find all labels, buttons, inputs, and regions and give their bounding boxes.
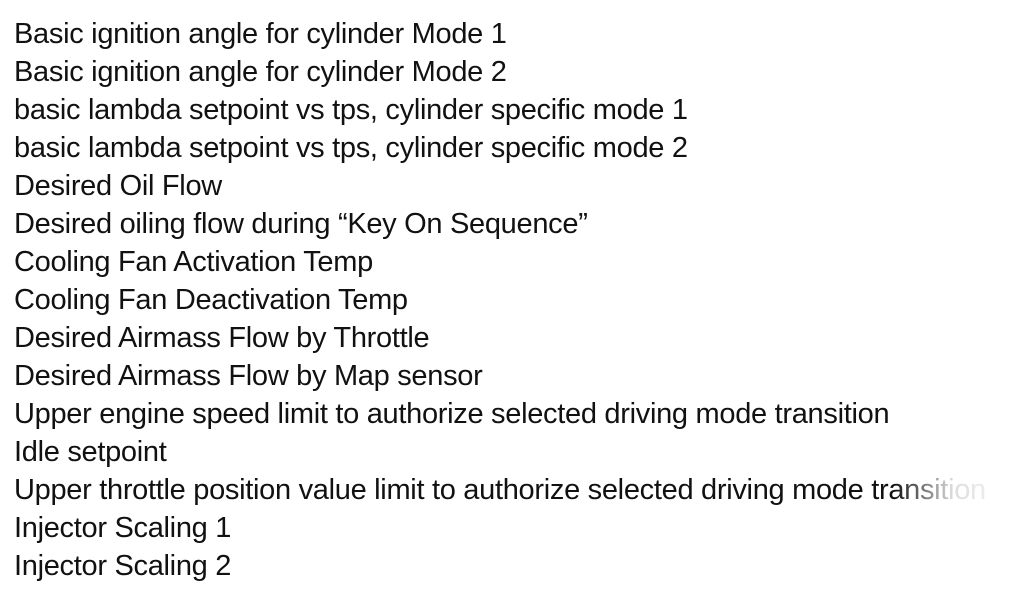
- list-item[interactable]: basic lambda setpoint vs tps, cylinder s…: [14, 94, 688, 126]
- list-item[interactable]: Idle setpoint: [14, 436, 167, 468]
- list-item[interactable]: Injector Scaling 2: [14, 550, 232, 582]
- list-item[interactable]: Desired Airmass Flow by Throttle: [14, 322, 430, 354]
- list-item[interactable]: Upper engine speed limit to authorize se…: [14, 398, 890, 430]
- list-item[interactable]: basic lambda setpoint vs tps, cylinder s…: [14, 132, 688, 164]
- list-item[interactable]: Desired oiling flow during “Key On Seque…: [14, 208, 588, 240]
- list-item[interactable]: Basic ignition angle for cylinder Mode 2: [14, 56, 507, 88]
- list-item[interactable]: Cooling Fan Activation Temp: [14, 246, 373, 278]
- list-item[interactable]: Injector Scaling 1: [14, 512, 232, 544]
- list-item[interactable]: Basic ignition angle for cylinder Mode 1: [14, 18, 507, 50]
- list-item[interactable]: Cooling Fan Deactivation Temp: [14, 284, 408, 316]
- list-item[interactable]: Upper throttle position value limit to a…: [14, 474, 986, 506]
- list-item[interactable]: Desired Airmass Flow by Map sensor: [14, 360, 483, 392]
- list-item[interactable]: Desired Oil Flow: [14, 170, 222, 202]
